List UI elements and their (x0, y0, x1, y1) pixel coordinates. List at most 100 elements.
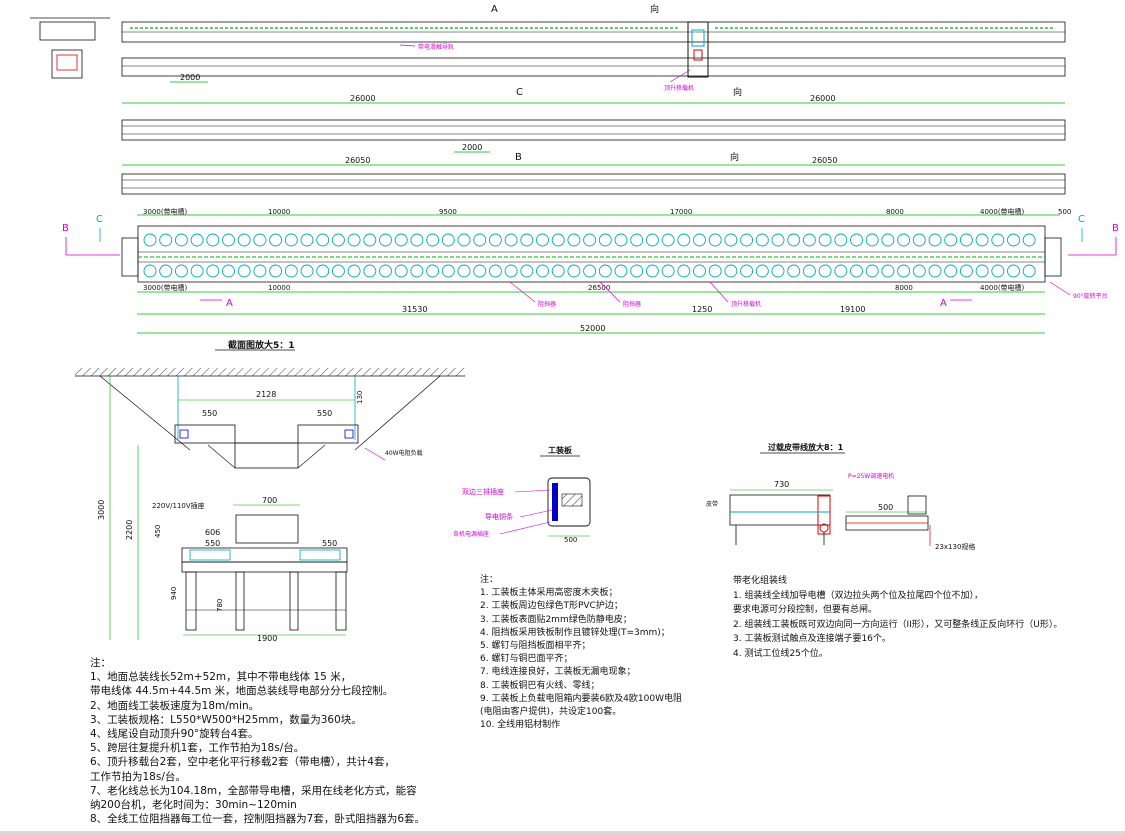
callout-5: 90°旋转平台 (1073, 292, 1108, 300)
board-w: 500 (564, 536, 577, 544)
carrier-roller (834, 264, 848, 278)
seg-top-5: 4000(带电槽) (980, 207, 1025, 216)
h-940: 940 (170, 587, 178, 600)
bottom-scrollbar[interactable] (0, 831, 1125, 835)
carrier-roller (802, 233, 816, 247)
w-700: 700 (262, 496, 277, 505)
carrier-roller (802, 264, 816, 278)
carrier-roller (253, 233, 267, 247)
notes-left-line: 带电线体 44.5m+44.5m 米，地面总装线导电部分分七段控制。 (90, 685, 394, 698)
carrier-roller (190, 264, 204, 278)
carrier-roller (410, 264, 424, 278)
carrier-roller (959, 233, 973, 247)
seg-top-3: 17000 (670, 208, 692, 216)
carrier-roller (347, 233, 361, 247)
section-title: 截面图放大5：1 (228, 339, 295, 351)
w-550b: 550 (317, 409, 332, 418)
a-bottom-rail (121, 57, 1066, 77)
callout-2b: 顶升移载机 (731, 300, 761, 308)
board-l2: 导电铜条 (485, 512, 513, 521)
belt-title: 过载皮带线放大8：1 (768, 442, 844, 452)
seg-bot-1: 10000 (268, 284, 290, 292)
board-detail: 工装板 500 双边三排插座 导电铜条 各机电源插座 (453, 445, 591, 544)
carrier-roller (174, 264, 188, 278)
notes-left-line: 6、顶升移载台2套，空中老化平行移载2套（带电槽），共计4套， (90, 756, 395, 769)
carrier-roller (1007, 264, 1020, 278)
w-2128: 2128 (256, 390, 276, 399)
seg-bot-2: 26500 (588, 284, 610, 292)
plan-carriers-top (143, 233, 1036, 247)
a-mark-right: A (940, 298, 947, 309)
seg-bot-4: 4000(带电槽) (980, 283, 1025, 292)
carrier-roller (928, 264, 942, 278)
carrier-roller (881, 233, 895, 247)
carrier-roller (755, 264, 769, 278)
notes-right-header: 带老化组装线 (733, 576, 788, 586)
carrier-roller (630, 233, 644, 247)
notes-mid-line: 1. 工装板主体采用高密度木夹板； (480, 588, 618, 599)
carrier-roller (598, 264, 612, 278)
carrier-roller (708, 264, 722, 278)
notes-left-line: 工作节拍为18s/台。 (90, 770, 186, 783)
view-c-label: C (516, 87, 523, 98)
carrier-roller (614, 264, 628, 278)
h-3000: 3000 (97, 500, 106, 520)
carrier-roller (771, 264, 785, 278)
carrier-roller (818, 264, 832, 278)
belt-size: 23x130规格 (935, 542, 975, 551)
small-end-view (39, 21, 96, 41)
carrier-roller (520, 264, 534, 278)
carrier-roller (284, 264, 298, 278)
carrier-roller (834, 233, 848, 247)
carrier-roller (222, 233, 235, 247)
plan-carriers-bottom (143, 264, 1036, 278)
notes-mid-line: 10. 全线用铝材制作 (480, 720, 561, 731)
notes-right-line: 3. 工装板测试触点及连接端子要16个。 (733, 634, 891, 644)
notes-left-line: 4、线尾设自动顶升90°旋转台4套。 (90, 728, 259, 741)
carrier-roller (661, 264, 675, 278)
notes-mid-line: 6. 螺钉与铜巴面平齐； (480, 654, 573, 665)
plan-line-frame (137, 225, 1046, 283)
carrier-roller (677, 264, 691, 278)
carrier-roller (536, 264, 549, 278)
carrier-roller (363, 233, 377, 247)
carrier-roller (991, 264, 1005, 278)
notes-right-line: 要求电源可分段控制，但要有总闸。 (733, 605, 878, 615)
carrier-roller (300, 264, 314, 278)
carrier-roller (457, 233, 471, 247)
carrier-roller (944, 264, 958, 278)
carrier-roller (551, 233, 565, 247)
plan-view: 3000(带电槽) 10000 9500 17000 8000 4000(带电槽… (62, 207, 1119, 334)
callout-1: 带电滑触导轨 (418, 43, 454, 51)
notes-left-line: 纳200台机，老化时间为：30min~120min (90, 799, 297, 812)
carrier-roller (912, 233, 926, 247)
carrier-roller (897, 264, 911, 278)
carrier-roller (551, 264, 565, 278)
b-left: B (62, 223, 69, 234)
notes-left-line: 2、地面线工装板速度为18m/min。 (90, 699, 260, 712)
notes-mid-line: 3. 工装板表面贴2mm绿色防静电皮； (480, 614, 632, 625)
notes-right-line: 1. 组装线全线加导电槽（双边拉头两个位及拉尾四个位不加）， (733, 590, 983, 601)
carrier-roller (693, 233, 706, 247)
carrier-roller (740, 264, 754, 278)
seg-top-1: 10000 (268, 208, 290, 216)
board-l3: 各机电源插座 (453, 530, 489, 538)
notes-right-line: 4. 测试工位线25个位。 (733, 648, 828, 659)
seg-bot-0: 3000(带电槽) (143, 283, 188, 292)
plug-label: 40W电阻负载 (385, 449, 423, 457)
carrier-roller (645, 233, 659, 247)
carrier-roller (1022, 233, 1036, 247)
carrier-roller (457, 264, 471, 278)
board-l1: 双边三排插座 (462, 487, 504, 496)
carrier-roller (520, 233, 534, 247)
notes-left-header: 注： (90, 657, 111, 669)
dim-19100: 19100 (840, 305, 865, 314)
carrier-roller (316, 264, 330, 278)
notes-mid-line: 2. 工装板周边包绿色T形PVC护边； (480, 601, 623, 612)
belt-w730: 730 (774, 480, 789, 489)
view-b: B 向 26050 26050 (121, 151, 1066, 195)
notes-mid-line: 9. 工装板上负载电阻箱内要装6欧及4欧100W电阻 (480, 693, 682, 704)
dim-26050-r: 26050 (812, 156, 837, 165)
carrier-roller (818, 233, 832, 247)
c-left: C (96, 214, 103, 225)
